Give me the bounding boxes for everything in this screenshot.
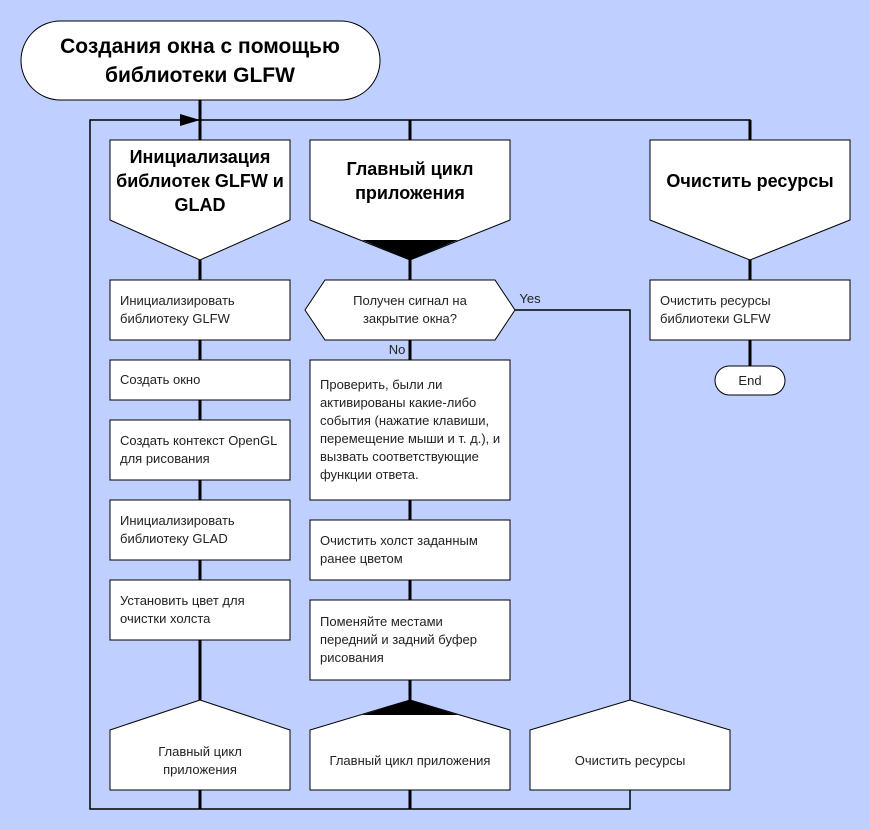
step-cleanup-glfw: Очистить ресурсы библиотеки GLFW	[660, 293, 771, 326]
header-col3: Очистить ресурсы	[666, 171, 834, 191]
decision-no-label: No	[388, 342, 406, 357]
step-init-glad: Инициализировать библиотеку GLAD	[120, 513, 235, 546]
process-box	[109, 279, 291, 341]
step-init-glfw: Инициализировать библиотеку GLFW	[120, 293, 235, 326]
yes-branch-line	[515, 309, 631, 700]
decision-text: Получен сигнал на закрытие окна?	[353, 293, 467, 326]
process-box	[109, 579, 291, 641]
footer-shape-col1	[109, 699, 291, 791]
header-shape-col3	[649, 139, 851, 261]
diagram-title: Создания окна с помощью библиотеки GLFW	[60, 34, 340, 87]
end-terminator	[714, 365, 786, 396]
process-box	[309, 359, 511, 501]
footer-shape-col3	[529, 699, 731, 791]
decision-yes-label: Yes	[519, 291, 541, 306]
header-col1: Инициализация библиотек GLFW и GLAD	[116, 147, 284, 215]
loop-line	[89, 119, 631, 810]
footer-col1: Главный цикл приложения	[158, 744, 242, 777]
header-shape-col1	[109, 139, 291, 261]
loop-start-marker	[362, 240, 458, 260]
footer-col3: Очистить ресурсы	[574, 753, 686, 768]
arrow-right-icon	[180, 114, 200, 126]
title-terminator	[20, 20, 381, 101]
process-box	[109, 419, 291, 481]
header-col2: Главный цикл приложения	[346, 159, 474, 203]
process-box	[309, 599, 511, 681]
process-box	[109, 359, 291, 401]
top-bus-line	[200, 119, 751, 140]
decision-shape	[304, 279, 516, 341]
step-clear-canvas: Очистить холст заданным ранее цветом	[320, 533, 478, 566]
step-create-window: Создать окно	[120, 372, 201, 387]
step-set-clear-color: Установить цвет для очистки холста	[120, 593, 245, 626]
header-shape-col2	[309, 139, 511, 261]
footer-shape-col2	[309, 699, 511, 791]
step-create-context: Создать контекст OpenGL для рисования	[120, 433, 277, 466]
process-box	[109, 499, 291, 561]
process-box	[649, 279, 851, 341]
loop-end-marker	[362, 700, 458, 715]
end-label: End	[738, 372, 762, 388]
footer-col2: Главный цикл приложения	[329, 753, 491, 768]
process-box	[309, 519, 511, 581]
step-poll-events: Проверить, были ли активированы какие-ли…	[320, 377, 501, 482]
step-swap-buffers: Поменяйте местами передний и задний буфе…	[320, 614, 477, 665]
